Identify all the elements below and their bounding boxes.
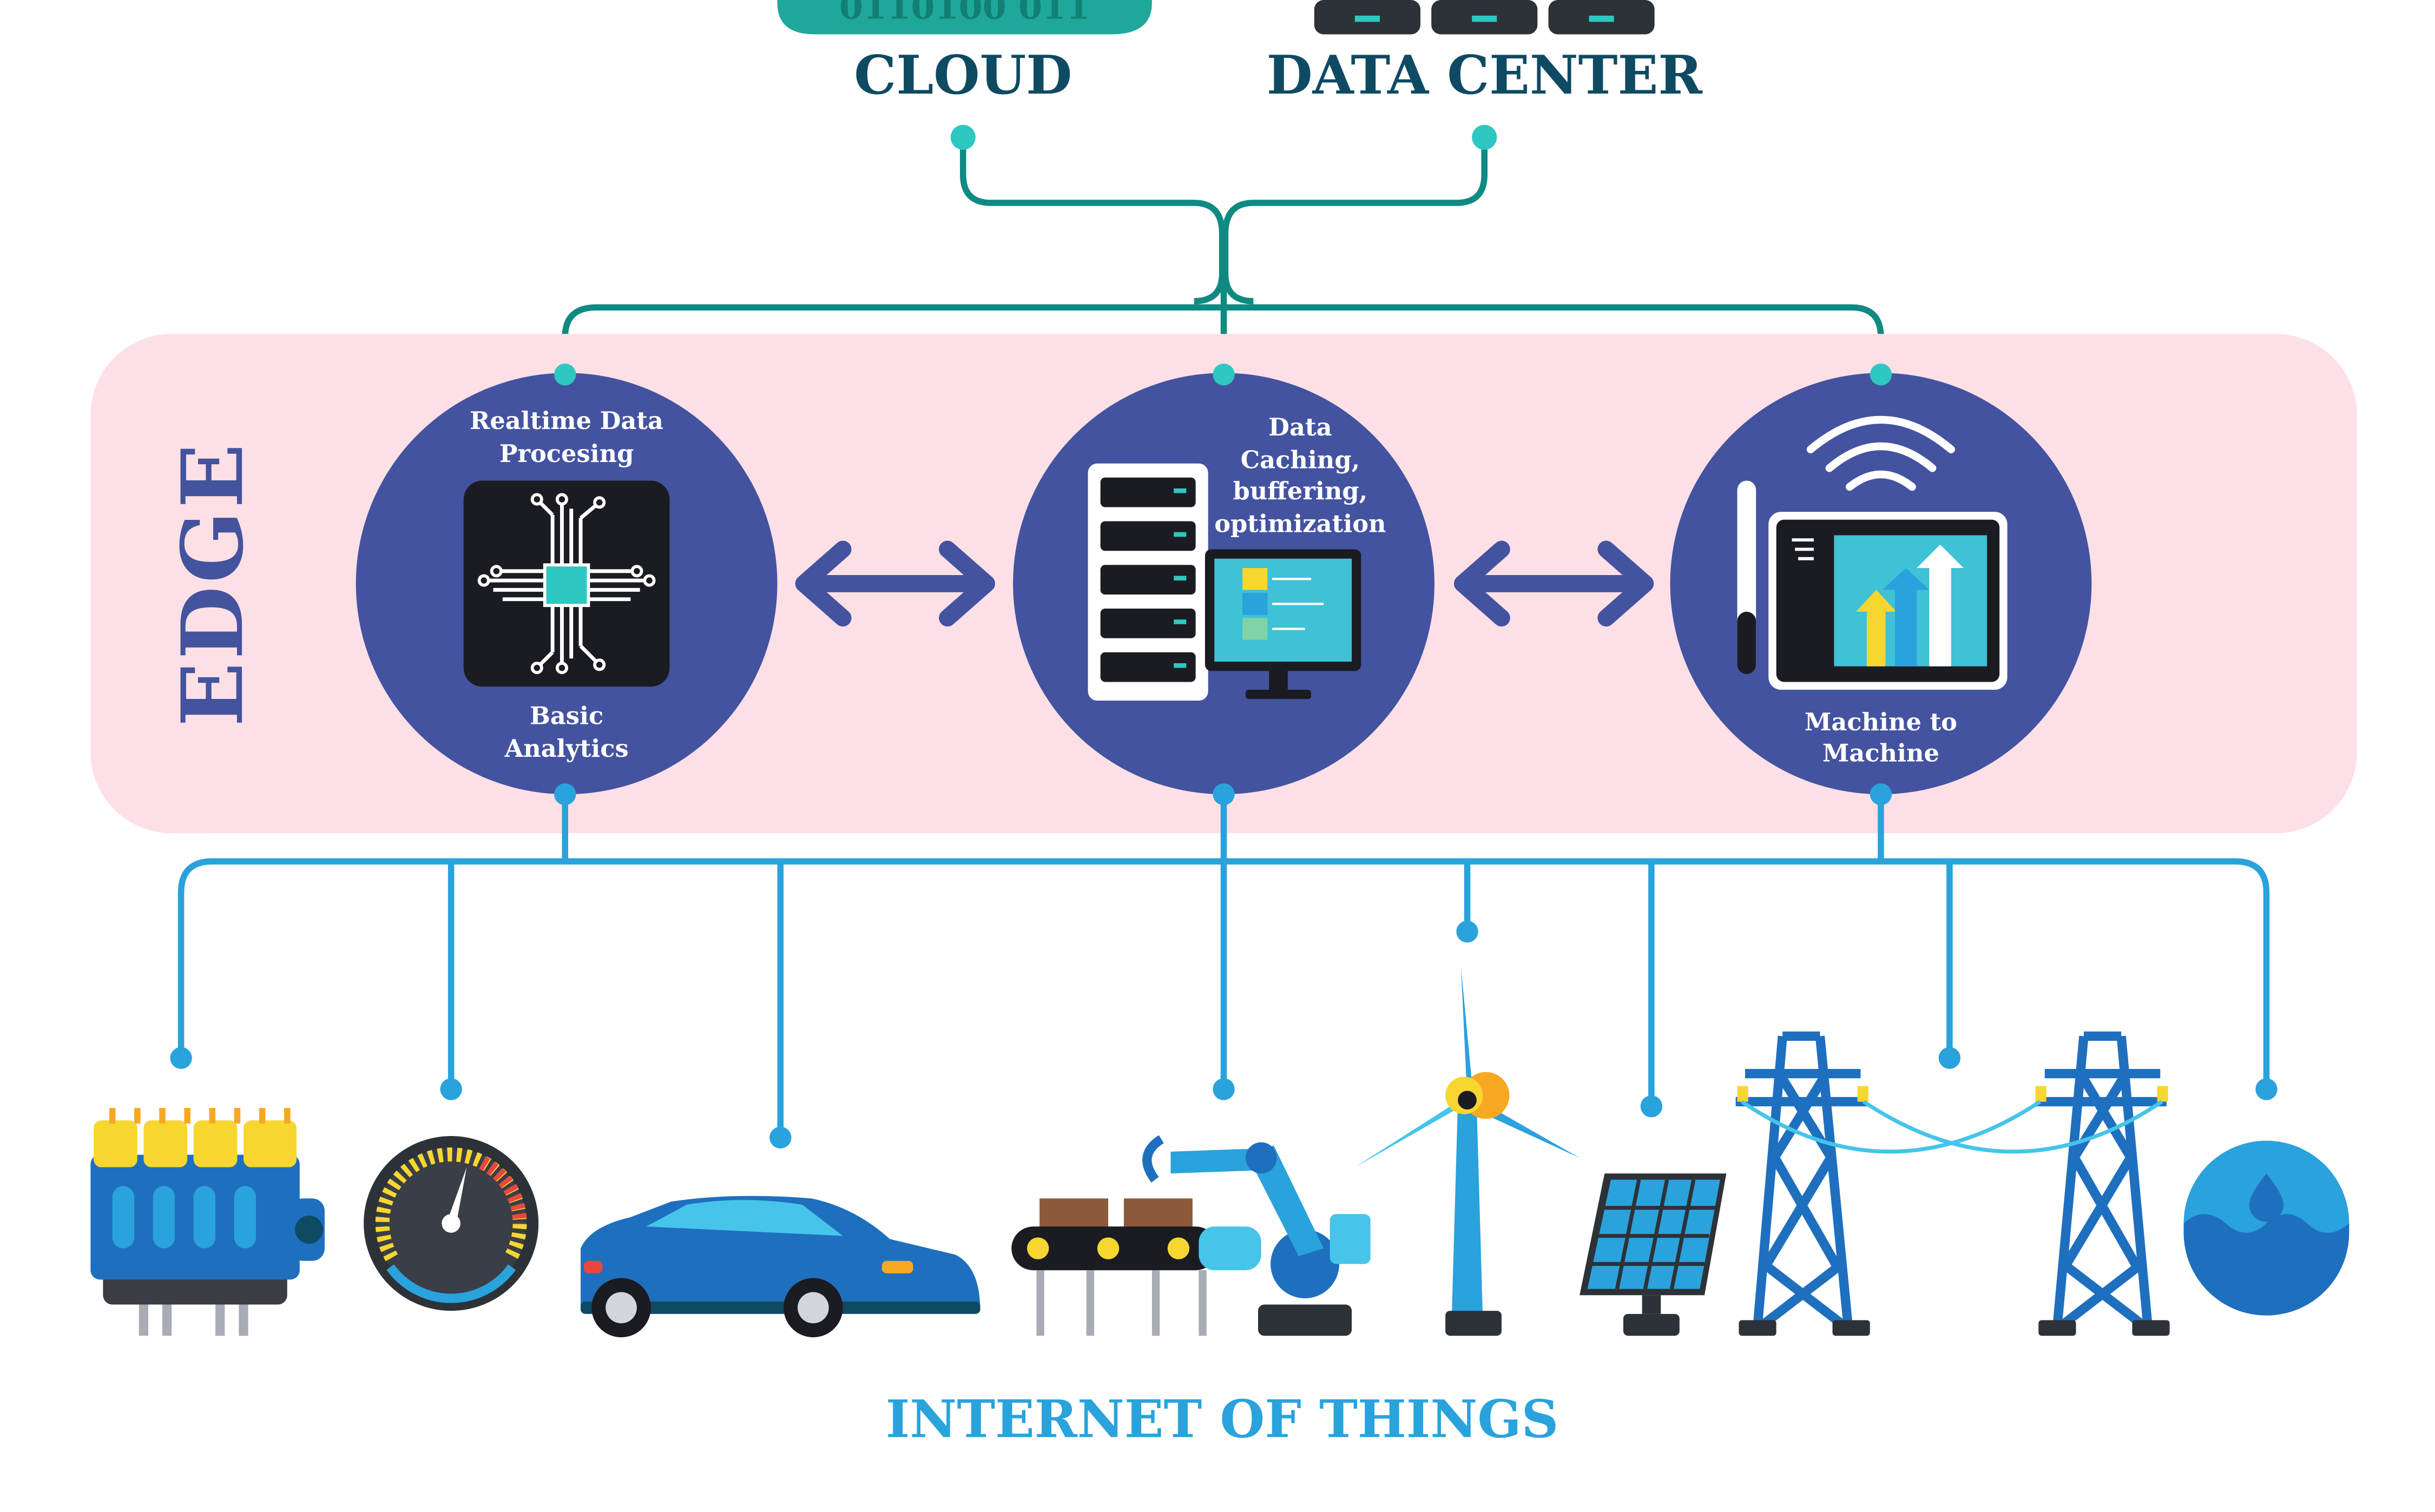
datacenter-icon (1314, 0, 1655, 35)
robotic-arm-conveyor-icon (1011, 1135, 1371, 1336)
node3-bottom-line2: Machine (1822, 739, 1939, 768)
node2-line4: optimization (1214, 510, 1386, 538)
node1-bottom-line1: Basic (530, 701, 603, 730)
iot-label: INTERNET OF THINGS (886, 1390, 1559, 1450)
power-tower-left-feet (1739, 1320, 1870, 1336)
iot-connectors (177, 794, 2270, 1138)
processor-chip-icon (463, 480, 670, 687)
power-tower-right-feet (2038, 1320, 2170, 1336)
double-arrow-right-icon (1454, 540, 1654, 627)
power-tower-left-insulators (1737, 1086, 1868, 1102)
node2-line1: Data (1268, 413, 1332, 441)
edge-top-dots (554, 364, 1892, 386)
top-connectors (562, 137, 1884, 375)
engine-icon (90, 1108, 325, 1336)
speedometer-icon (364, 1135, 539, 1311)
power-tower-left-icon (1735, 1031, 1867, 1330)
car-icon (581, 1196, 980, 1338)
double-arrow-left-icon (795, 540, 995, 627)
water-drop-icon (2183, 1140, 2350, 1316)
power-tower-right-icon (2035, 1031, 2167, 1330)
datacenter-port-dot (1472, 124, 1497, 150)
cloud-binary-text: 0110100 011 (839, 0, 1090, 27)
node2-line2: Caching, (1241, 445, 1360, 474)
wireless-tablet-chart-icon (1737, 415, 2008, 690)
iot-device-dots (170, 920, 2278, 1149)
node1-top-line2: Procesing (499, 439, 634, 468)
solar-panel-icon (1580, 1173, 1727, 1336)
datacenter-label: DATA CENTER (1267, 44, 1703, 107)
edge-label: EDGE (163, 441, 262, 727)
cloud-icon: 0110100 011 (777, 0, 1152, 35)
wind-turbine-icon (1354, 967, 1580, 1336)
power-lines (1741, 1100, 2163, 1154)
power-tower-right-insulators (2035, 1086, 2168, 1102)
node1-bottom-line2: Analytics (504, 734, 629, 763)
node3-bottom-line1: Machine to (1805, 708, 1957, 736)
node1-top-line1: Realtime Data (470, 406, 663, 435)
server-monitor-icon (1088, 463, 1361, 701)
cloud-port-dot (950, 124, 976, 150)
node2-line3: buffering, (1233, 477, 1367, 505)
cloud-label: CLOUD (854, 44, 1072, 107)
